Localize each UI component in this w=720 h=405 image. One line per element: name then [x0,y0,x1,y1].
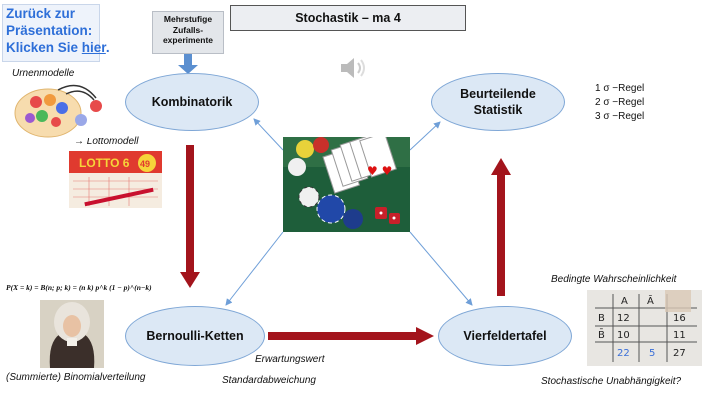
node-bernoulli-ketten[interactable]: Bernoulli-Ketten [125,306,265,366]
label-stochastische-unabhaengigkeit: Stochastische Unabhängigkeit? [541,376,682,387]
connector-center-kombinatorik [253,118,284,151]
arrow-vierfelder-statistik [497,172,505,296]
node-kombinatorik-label: Kombinatorik [151,95,233,109]
mehrstufige-callout: Mehrstufige Zufalls- experimente [152,11,224,54]
label-urnenmodelle: Urnenmodelle [12,68,75,79]
sigma-rules: 1 σ −Regel 2 σ −Regel 3 σ −Regel [595,82,644,124]
table-cell-grand-total: 27 [673,348,686,359]
table-cell-row-bbar: B̄ [598,328,605,341]
table-cell-b-a: 12 [617,313,630,324]
arrow-bernoulli-vierfelder [268,332,418,340]
svg-text:♥ ♥: ♥ ♥ [367,164,392,178]
binomial-formula: P(X = k) = B(n; p; k) = (n k) p^k (1 − p… [6,283,152,292]
table-cell-row-b: B [598,313,605,324]
speaker-icon[interactable] [338,55,368,81]
sigma-rule-2: 2 σ −Regel [595,97,645,108]
callout-line-3: experimente [162,35,214,45]
arrow-kombinatorik-bernoulli [186,145,194,275]
lotto-ticket-image: LOTTO 6 49 [69,151,162,208]
table-cell-bbar-a: 10 [617,330,630,341]
node-bernoulli-label: Bernoulli-Ketten [146,329,244,343]
back-line-1: Zurück zur [6,6,76,21]
urn-image [8,80,113,138]
table-cell-b-total: 16 [673,313,686,324]
back-link[interactable]: hier [81,40,106,55]
callout-line-2: Zufalls- [172,24,204,35]
casino-chips-cards-image: ♥ ♥ [283,137,410,232]
sigma-rule-1: 1 σ −Regel [595,83,645,94]
node-vierfelder-label: Vierfeldertafel [463,329,547,343]
connector-center-bernoulli [225,231,284,306]
label-erwartungswert: Erwartungswert [255,354,325,365]
node-statistik-label-2: Statistik [473,103,523,117]
back-line-3: Klicken Sie [6,40,82,55]
callout-line-1: Mehrstufige [163,14,213,24]
label-lottomodell-text: Lottomodell [86,136,139,147]
back-to-presentation-panel [2,4,100,62]
connector-center-statistik [409,121,441,151]
node-vierfeldertafel[interactable]: Vierfeldertafel [438,306,572,366]
sigma-rule-3: 3 σ −Regel [595,111,645,122]
label-bedingte-wahrscheinlichkeit: Bedingte Wahrscheinlichkeit [551,274,677,285]
table-cell-total-a: 22 [617,348,630,359]
back-line-3-suffix: . [105,40,110,55]
connector-center-vierfelder [409,231,473,306]
table-cell-header-a: A [621,296,628,307]
vierfeldertafel-handwritten-image: A Ā B 12 16 B̄ 10 11 22 5 27 [587,290,702,366]
svg-text:49: 49 [140,159,150,169]
page-title: Stochastik – ma 4 [230,5,466,31]
table-cell-total-abar: 5 [649,348,655,359]
label-standardabweichung: Standardabweichung [222,375,316,386]
table-cell-bbar-total: 11 [673,330,686,341]
node-statistik-label-1: Beurteilende [460,87,536,101]
bernoulli-portrait-image [40,300,104,368]
label-binomialverteilung: (Summierte) Binomialverteilung [6,372,146,383]
back-line-2: Präsentation: [6,23,93,38]
svg-text:LOTTO 6: LOTTO 6 [79,156,130,170]
label-lottomodell: → Lottomodell [74,136,139,147]
table-cell-header-abar: Ā [647,294,654,307]
back-to-presentation-text: Zurück zur Präsentation: Klicken Sie hie… [6,5,110,56]
node-kombinatorik[interactable]: Kombinatorik [125,73,259,131]
